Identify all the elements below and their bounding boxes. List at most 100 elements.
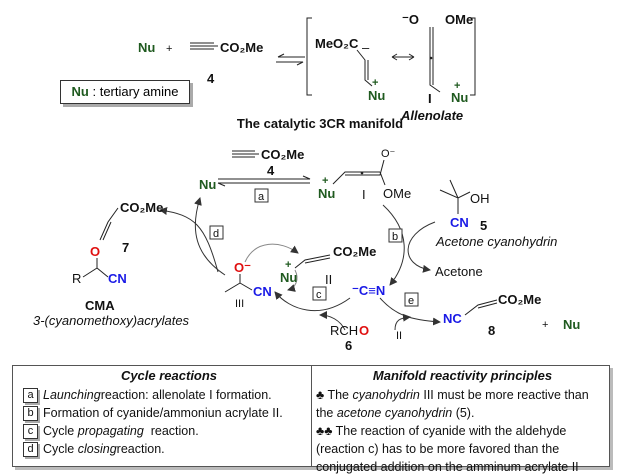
key-d: d (23, 441, 38, 457)
text-d: reaction. (116, 442, 165, 456)
p8-bonds (464, 299, 498, 316)
nu-legend-label: Nu (71, 84, 89, 99)
intIII-bonds (224, 274, 253, 293)
nu-legend-box: Nu : tertiary amine (60, 80, 190, 104)
nu-ammonium-2: Nu (451, 90, 468, 105)
intII-bonds (294, 254, 331, 269)
step-d-box (209, 225, 224, 240)
o-minus: ⁻O (402, 12, 419, 27)
key-a: a (23, 387, 38, 403)
arc-release (287, 269, 298, 292)
nu-reactant: Nu (138, 40, 155, 55)
arc-b (382, 204, 405, 286)
ome: OMe (445, 12, 473, 27)
step-a-box (254, 188, 269, 203)
section-title: The catalytic 3CR manifold (237, 116, 403, 131)
intII-label: II (325, 272, 332, 287)
key-b: b (23, 405, 38, 421)
step-b-box (388, 228, 403, 243)
label-6: 6 (345, 338, 352, 353)
cyanohydrin-bonds (439, 179, 471, 214)
resonance-arrow (391, 53, 415, 61)
aldehyde: RCH (330, 323, 358, 338)
label-8: 8 (488, 323, 495, 338)
intI-o: O⁻ (381, 148, 396, 160)
intIII-o: O⁻ (234, 260, 251, 275)
nu-plus-charge-2: + (454, 80, 460, 92)
p7-cn: CN (108, 271, 127, 286)
alkyne-bond (190, 42, 218, 50)
ester-4-cycle: CO₂Me (261, 147, 304, 162)
nu-regenerated: Nu (563, 317, 580, 332)
allenolate-label: Allenolate (400, 108, 463, 123)
intI-label: I (362, 187, 366, 202)
em-a: Launching (43, 388, 101, 402)
allene-bonds (429, 27, 441, 93)
intII-ester: CO₂Me (333, 244, 376, 259)
bracket-left (306, 17, 312, 96)
carbanion-minus: – (362, 40, 370, 55)
ester-4: CO₂Me (220, 40, 263, 55)
pre-d: Cycle (43, 442, 75, 456)
intI-bonds (332, 159, 386, 186)
em-d: closing (77, 442, 117, 456)
intIII-label: III (235, 298, 244, 310)
bracket-right (470, 17, 476, 96)
principle-2-line-3: conjugated addition on the amminum acryl… (316, 460, 579, 474)
nu-legend-text: : tertiary amine (88, 84, 179, 99)
acetone-label: Acetone (435, 264, 483, 279)
cma-name: 3-(cyanomethoxy)acrylates (33, 313, 190, 328)
p8-nc: NC (443, 311, 462, 326)
label-7: 7 (122, 240, 129, 255)
p7-o: O (90, 244, 100, 259)
arc-intramolecular (244, 243, 299, 263)
oh-label: OH (470, 191, 490, 206)
reagent-II: II (396, 330, 402, 342)
principle-1-line-2: the acetone cyanohydrin (5). (316, 406, 475, 420)
p8-ester: CO₂Me (498, 292, 541, 307)
acetone-cyanohydrin-label: Acetone cyanohydrin (435, 234, 557, 249)
reaction-scheme: Nu + CO₂Me 4 MeO₂C – + Nu I ⁻O OMe + Nu … (33, 12, 580, 353)
step-d: d (213, 228, 219, 240)
nu-plus-charge: + (372, 77, 378, 89)
compound-4-label: 4 (207, 71, 215, 86)
text-c: reaction. (143, 424, 199, 438)
plus-sign: + (166, 43, 172, 55)
enolate-bonds (356, 49, 373, 87)
principle-2-line-2: (reaction c) has to be more favored than… (316, 442, 560, 456)
alkyne-bond-cycle (232, 150, 259, 158)
pre-c: Cycle (43, 424, 75, 438)
arc-aldehyde (319, 311, 346, 331)
step-b: b (392, 231, 398, 243)
principle-2-line-1: ♣♣ The reaction of cyanide with the alde… (316, 424, 567, 438)
reaction-c: c Cycle propagating reaction. (23, 422, 315, 440)
intII-plus: + (285, 259, 291, 271)
intIII-cn: CN (253, 284, 272, 299)
equilibrium-arrow (276, 53, 305, 66)
cn5: CN (450, 215, 469, 230)
step-e: e (408, 295, 414, 307)
principle-1-line-1: ♣ The cyanohydrin III must be more react… (316, 388, 589, 402)
meo2c: MeO₂C (315, 36, 359, 51)
intI-ome: OMe (383, 186, 411, 201)
intI-nu: Nu (318, 186, 335, 201)
principles-panel: Manifold reactivity principles ♣ The cya… (311, 365, 610, 474)
step-c-box (312, 286, 327, 301)
equilibrium-arrow-a (217, 175, 311, 187)
label-5: 5 (480, 218, 487, 233)
label-4-cycle: 4 (267, 163, 275, 178)
intermediate-I-label: I (428, 91, 432, 106)
arc-II (394, 313, 411, 331)
p7-r: R (72, 271, 81, 286)
cma-label: CMA (85, 298, 115, 313)
plus-8: + (542, 319, 548, 331)
cycle-reactions-title: Cycle reactions (120, 368, 218, 383)
reaction-d: d Cycle closing reaction. (23, 440, 315, 458)
em-c: propagating (77, 424, 144, 438)
nu-ammonium: Nu (368, 88, 385, 103)
intII-nu: Nu (280, 270, 297, 285)
key-c: c (23, 423, 38, 439)
